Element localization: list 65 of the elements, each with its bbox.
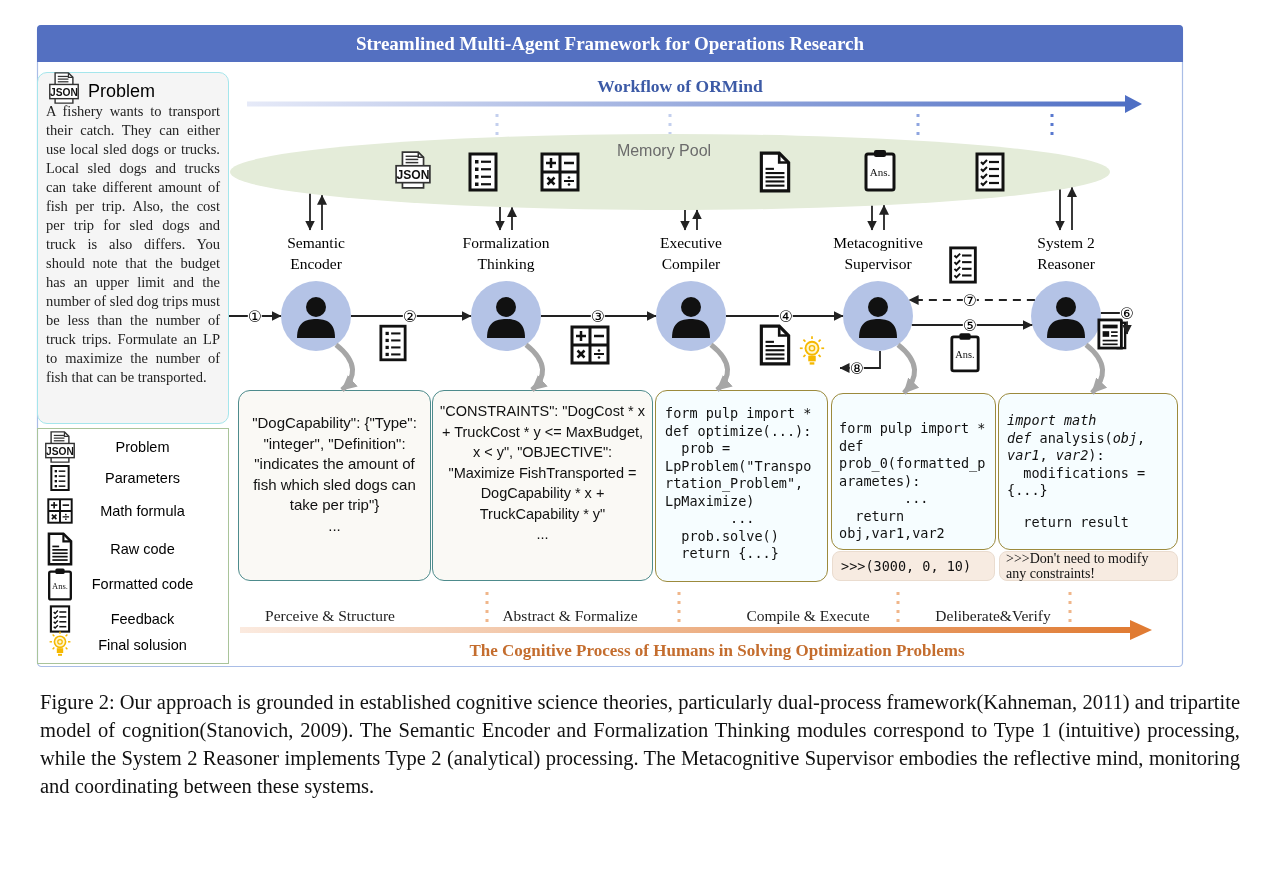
step-number: ①	[247, 307, 263, 325]
json-card: "DogCapability": {"Type": "integer", "Definition": "indicates the amount of fish which sled dogs can take per trip"} ...	[238, 390, 431, 581]
step-number: ⑧	[849, 359, 865, 377]
output-arrow	[524, 342, 548, 392]
output-arrow	[896, 342, 919, 395]
formula-card: "CONSTRAINTS": "DogCost * x + TruckCost * y <= MaxBudget, x < y", "OBJECTIVE": "Maximize FishTransported = DogCapability * x + TruckCapability * y" ...	[432, 390, 653, 581]
flow-arrow	[540, 311, 657, 321]
legend-label: Final solusion	[97, 636, 188, 655]
agent-label: System 2 Reasoner	[1036, 233, 1096, 274]
stage-label: Abstract & Formalize	[502, 607, 638, 625]
code-card: import math def analysis(obj, var1, var2): modifications = {...} return result	[998, 393, 1178, 550]
problem-statement: A fishery wants to transport their catch. They can either use local sled dogs or trucks. Local sled dogs and trucks can take different amount of fish per trip. Also, the cost per trip for sled dogs and truck is also differs. You should note that the budget has an upper limit and the number of sled dog trips must be less than the number of truck trips. Formulate an LP to maximize the number of fish that can be transported.	[46, 102, 220, 387]
figure-caption: Figure 2: Our approach is grounded in established cognitive science theories, particularly dual-process framework(Kahneman, 2011) and tripartite model of cognition(Stanovich, 2009). The Semantic Encoder and Formalization Thinking modules correspond to Type 1 (intuitive) processing, while the System 2 Reasoner implements Type 2 (analytical) processing. The Metacognitive Supervisor embodies the reflective mind, monitoring and coordinating between these systems.	[40, 690, 1240, 800]
section-heading: Workflow of ORMind	[597, 75, 763, 97]
icon-label: JSON	[396, 167, 430, 182]
step-number: ③	[590, 307, 606, 325]
agent-label: Formalization Thinking	[461, 233, 551, 274]
legend-label: Math formula	[99, 502, 186, 521]
memory-arrow	[495, 206, 505, 231]
memory-arrow	[879, 204, 889, 231]
agent-label: Semantic Encoder	[286, 233, 346, 274]
memory-arrow	[1067, 186, 1077, 231]
stage-label: Deliberate&Verify	[935, 607, 1051, 625]
step-number: ②	[402, 307, 418, 325]
output-arrow	[1084, 342, 1107, 395]
legend-label: Problem	[114, 438, 171, 457]
agent-label: Metacognitive Supervisor	[832, 233, 924, 274]
flow-arrow	[350, 311, 472, 321]
step-number: ⑥	[1119, 304, 1135, 322]
memory-arrow	[305, 192, 315, 231]
memory-arrow	[867, 204, 877, 231]
step-number: ④	[778, 307, 794, 325]
output-arrow	[709, 342, 733, 392]
section-heading: The Cognitive Process of Humans in Solving Optimization Problems	[469, 641, 965, 661]
output-result: >>>Don't need to modify any constraints!	[999, 551, 1178, 581]
memory-arrow	[317, 194, 327, 231]
output-result: >>>(3000, 0, 10)	[832, 551, 995, 581]
pool-label: Memory Pool	[615, 142, 713, 160]
memory-arrow	[507, 206, 517, 231]
stage-label: Perceive & Structure	[265, 607, 395, 625]
memory-arrow	[692, 209, 702, 231]
icon-label: JSON	[50, 86, 78, 98]
flow-arrow	[725, 311, 844, 321]
legend-label: Parameters	[104, 469, 181, 488]
stage-label: Compile & Execute	[746, 607, 870, 625]
legend-label: Feedback	[109, 610, 176, 629]
code-card: form pulp import * def prob_0(formatted_parametes): ... return obj,var1,var2	[831, 393, 996, 550]
icon-label: Ans.	[869, 166, 891, 178]
step-number: ⑤	[962, 316, 978, 334]
output-arrow	[334, 342, 358, 392]
card-heading: Problem	[88, 80, 156, 102]
code-card: form pulp import * def optimize(...): prob = LpProblem("Transportation_Problem", LpMaximize) ... prob.solve() return {...}	[655, 390, 828, 582]
icon-label: Ans.	[955, 348, 975, 360]
step-number: ⑦	[962, 291, 978, 309]
flow-arrow	[908, 295, 1036, 305]
title-bar: Streamlined Multi-Agent Framework for Operations Research	[37, 25, 1183, 62]
problem-card	[37, 72, 229, 424]
legend-label: Raw code	[109, 540, 176, 559]
icon-label: Ans.	[52, 580, 68, 591]
memory-arrow	[1055, 188, 1065, 231]
flow-arrow	[910, 320, 1034, 330]
memory-arrow	[680, 209, 690, 231]
icon-label: JSON	[46, 445, 74, 457]
legend-label: Formatted code	[90, 575, 195, 594]
agent-label: Executive Compiler	[659, 233, 723, 274]
